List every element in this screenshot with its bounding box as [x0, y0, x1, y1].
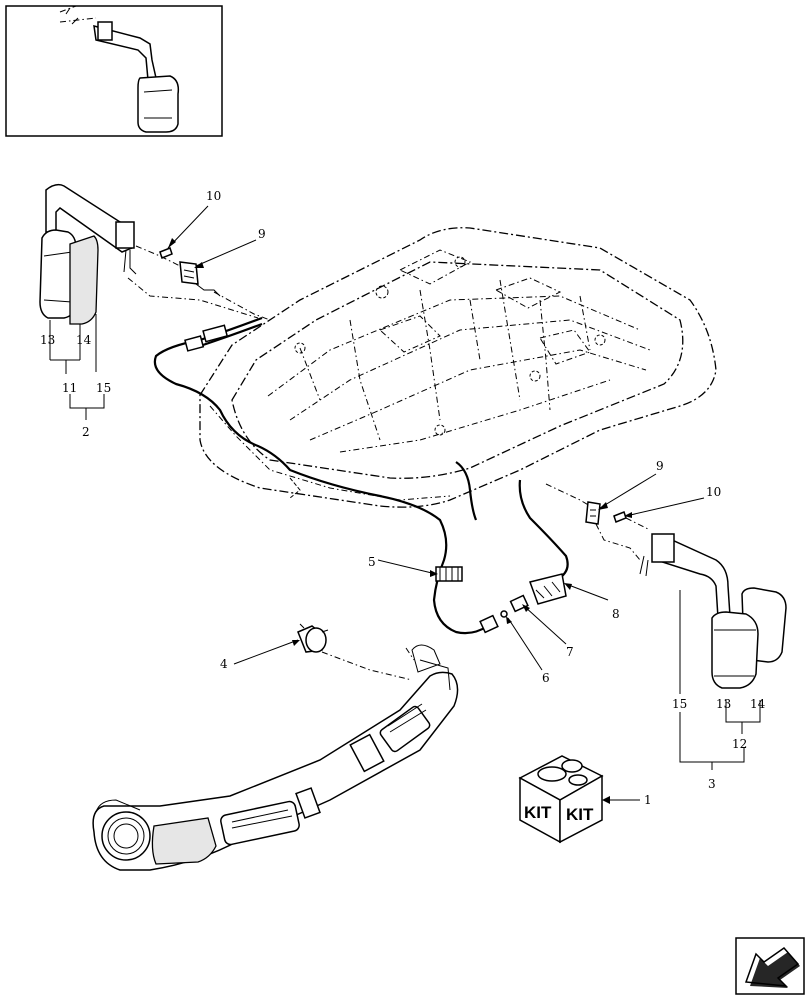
- cab-roof-assembly: [199, 227, 717, 508]
- right-mirror-assembly: [639, 533, 787, 689]
- callout-11: 11: [62, 381, 77, 395]
- callout-13-left: 13: [40, 333, 55, 347]
- work-lamp: [297, 623, 329, 653]
- callout-1: 1: [644, 793, 652, 807]
- wiring-harness: [153, 316, 569, 635]
- kit-label-right: KIT: [566, 805, 594, 824]
- callout-7: 7: [566, 645, 574, 659]
- callout-labels: 10 9 13 14 11 15 2 9 10 5 8 7 6 4 15 13 …: [40, 189, 766, 807]
- mirror-thumbnail: [59, 5, 180, 133]
- callout-2: 2: [82, 425, 90, 439]
- callout-3: 3: [708, 777, 716, 791]
- callout-13-right: 13: [716, 697, 731, 711]
- callout-10-right: 10: [706, 485, 721, 499]
- callout-9-left: 9: [258, 227, 266, 241]
- callout-8: 8: [612, 607, 620, 621]
- callout-15-left: 15: [96, 381, 111, 395]
- callout-9-right: 9: [656, 459, 664, 473]
- callout-5: 5: [368, 555, 376, 569]
- callout-14-left: 14: [76, 333, 92, 347]
- callout-leaders: [49, 205, 761, 804]
- hardware: [159, 247, 627, 525]
- navigation-arrow-icon[interactable]: [735, 937, 805, 995]
- callout-10-left: 10: [206, 189, 221, 203]
- callout-6: 6: [542, 671, 550, 685]
- kit-box: KIT KIT: [518, 755, 604, 844]
- left-mirror-assembly: [39, 183, 137, 325]
- connection-lines: [127, 245, 651, 681]
- thumbnail-frame: [5, 5, 223, 137]
- callout-4: 4: [220, 657, 228, 671]
- callout-15-right: 15: [672, 697, 687, 711]
- callout-14-right: 14: [750, 697, 766, 711]
- thumbnail-inset: [5, 5, 223, 137]
- callout-12: 12: [732, 737, 747, 751]
- front-light-bar: [92, 644, 459, 871]
- kit-label-left: KIT: [524, 803, 552, 822]
